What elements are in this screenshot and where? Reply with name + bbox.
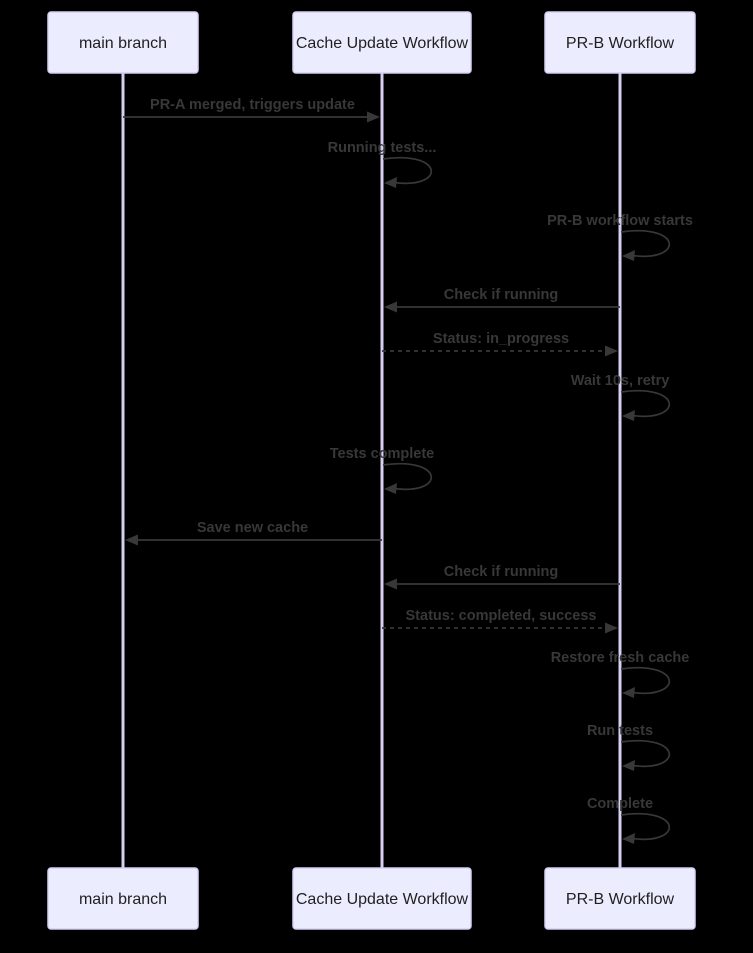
message-label: Tests complete [330,446,435,462]
arrowhead [605,622,618,634]
message-label: Status: completed, success [406,608,597,624]
self-loop-arrow [620,389,671,418]
message-5-self: Wait 10s, retry [571,373,671,421]
arrowhead [605,345,618,357]
actor-label-bottom-main: main branch [79,891,167,908]
message-3-solid: Check if running [384,287,620,313]
arrowhead [384,578,397,590]
message-label: Wait 10s, retry [571,373,670,389]
arrowhead [622,760,635,771]
message-label: PR-B workflow starts [547,213,693,229]
arrowhead [622,833,635,844]
message-8-solid: Check if running [384,564,620,590]
actor-label-bottom-prb: PR-B Workflow [566,891,675,908]
message-12-self: Complete [587,796,671,844]
arrowhead [384,483,397,494]
arrowhead [622,687,635,698]
message-2-self: PR-B workflow starts [547,213,693,261]
self-loop-arrow [620,229,671,258]
message-10-self: Restore fresh cache [551,650,690,698]
message-label: Save new cache [197,520,308,536]
message-7-solid: Save new cache [125,520,382,546]
message-label: Check if running [444,287,558,303]
arrowhead [622,250,635,261]
message-label: Run tests [587,723,653,739]
message-6-self: Tests complete [330,446,435,494]
message-label: Check if running [444,564,558,580]
message-label: Restore fresh cache [551,650,690,666]
actor-label-bottom-cache: Cache Update Workflow [296,891,469,908]
message-0-solid: PR-A merged, triggers update [123,97,380,123]
arrowhead [384,301,397,313]
message-label: Status: in_progress [433,331,569,347]
self-loop-arrow [620,666,671,695]
actor-box-bottom-main [47,867,199,930]
arrowhead [622,410,635,421]
message-4-dashed: Status: in_progress [382,331,618,357]
arrowhead [125,534,138,546]
message-label: Running tests... [328,140,437,156]
actor-box-top-main [47,11,199,74]
self-loop-arrow [620,812,671,841]
self-loop-arrow [382,156,433,185]
actor-label-top-cache: Cache Update Workflow [296,35,469,52]
message-label: Complete [587,796,653,812]
actor-box-bottom-cache [292,867,472,930]
actor-box-top-cache [292,11,472,74]
message-9-dashed: Status: completed, success [382,608,618,634]
message-label: PR-A merged, triggers update [150,97,355,113]
message-11-self: Run tests [587,723,671,771]
arrowhead [367,111,380,123]
actor-label-top-main: main branch [79,35,167,52]
actor-box-bottom-prb [544,867,696,930]
actor-label-top-prb: PR-B Workflow [566,35,675,52]
arrowhead [384,177,397,188]
self-loop-arrow [382,462,433,491]
message-1-self: Running tests... [328,140,437,188]
actor-box-top-prb [544,11,696,74]
self-loop-arrow [620,739,671,768]
